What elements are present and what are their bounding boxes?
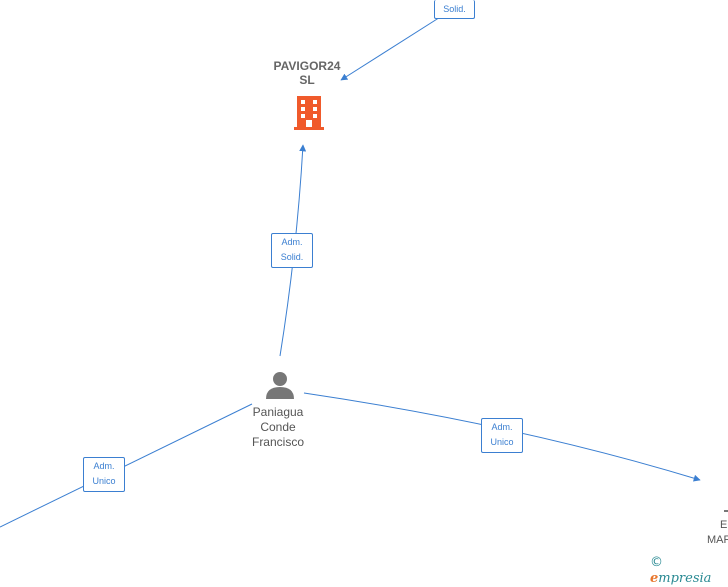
edge-label-person-company[interactable]: Adm. Solid. (271, 233, 313, 268)
person-name-line2: Conde (260, 420, 296, 434)
copyright-symbol: © (650, 555, 663, 570)
edge-person-to-left (0, 403, 253, 528)
person-name-line3: Francisco (251, 435, 304, 449)
person-name[interactable]: Paniagua Conde Francisco (238, 405, 318, 450)
brand-rest: mpresia (658, 571, 712, 586)
company-name[interactable]: PAVIGOR24 SL (262, 59, 352, 87)
edge-label-person-left-line2: Unico (92, 476, 116, 486)
person-icon[interactable] (266, 372, 294, 399)
relationship-graph (0, 13, 728, 528)
edge-label-person-left[interactable]: Adm. Unico (83, 457, 125, 492)
edge-label-person-left-line1: Adm. (93, 461, 115, 471)
partial-node-marker (724, 510, 728, 512)
partial-node-label-line2: MAR (707, 534, 728, 546)
company-name-line2: SL (299, 73, 315, 87)
edge-label-top[interactable]: Solid. (434, 0, 475, 19)
edge-label-person-company-line2: Solid. (280, 252, 304, 262)
edge-label-person-right-line2: Unico (490, 437, 514, 447)
edge-label-top-line1: Solid. (443, 4, 466, 14)
edge-label-person-right[interactable]: Adm. Unico (481, 418, 523, 453)
empresia-logo: © empresia (650, 555, 728, 587)
company-name-line1: PAVIGOR24 (273, 59, 341, 73)
edge-label-person-right-line1: Adm. (491, 422, 513, 432)
person-name-line1: Paniagua (252, 405, 304, 419)
building-icon[interactable] (294, 96, 324, 130)
edge-label-person-company-line1: Adm. (281, 237, 303, 247)
edge-top-to-company (340, 13, 446, 81)
partial-node-label-line1: E (720, 519, 728, 531)
